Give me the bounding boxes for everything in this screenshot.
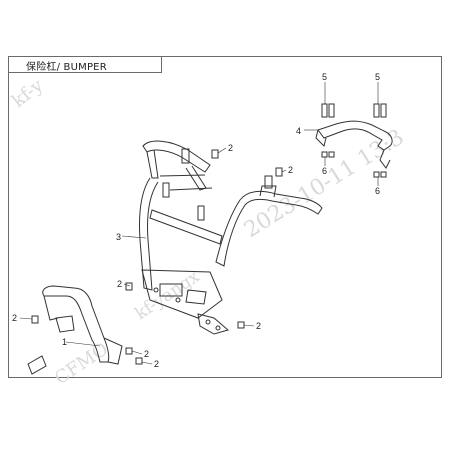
callout-2: 2 (288, 165, 293, 175)
callout-2: 2 (117, 279, 122, 289)
callout-1: 1 (62, 337, 67, 347)
callout-5: 5 (375, 72, 380, 82)
rear-bumper-bar (315, 103, 393, 178)
callout-2: 2 (144, 349, 149, 359)
callout-2: 2 (154, 359, 159, 369)
callout-6: 6 (322, 166, 327, 176)
callouts: 1 2 2 2 2 2 2 2 3 4 5 5 6 6 (12, 72, 380, 369)
callout-4: 4 (296, 126, 301, 136)
callout-2: 2 (256, 321, 261, 331)
callout-2: 2 (228, 143, 233, 153)
drawing-frame (8, 56, 442, 378)
bumper-bracket (27, 285, 143, 375)
callout-6: 6 (375, 186, 380, 196)
callout-5: 5 (322, 72, 327, 82)
page-title: 保险杠/ BUMPER (26, 62, 107, 73)
callout-3: 3 (116, 232, 121, 242)
front-bumper-frame (125, 140, 323, 335)
watermark-brand: CFMO (51, 338, 112, 389)
title-box (8, 56, 162, 73)
watermark-top: kf-y (8, 74, 48, 111)
callout-2: 2 (12, 313, 17, 323)
leader-lines (19, 82, 379, 365)
